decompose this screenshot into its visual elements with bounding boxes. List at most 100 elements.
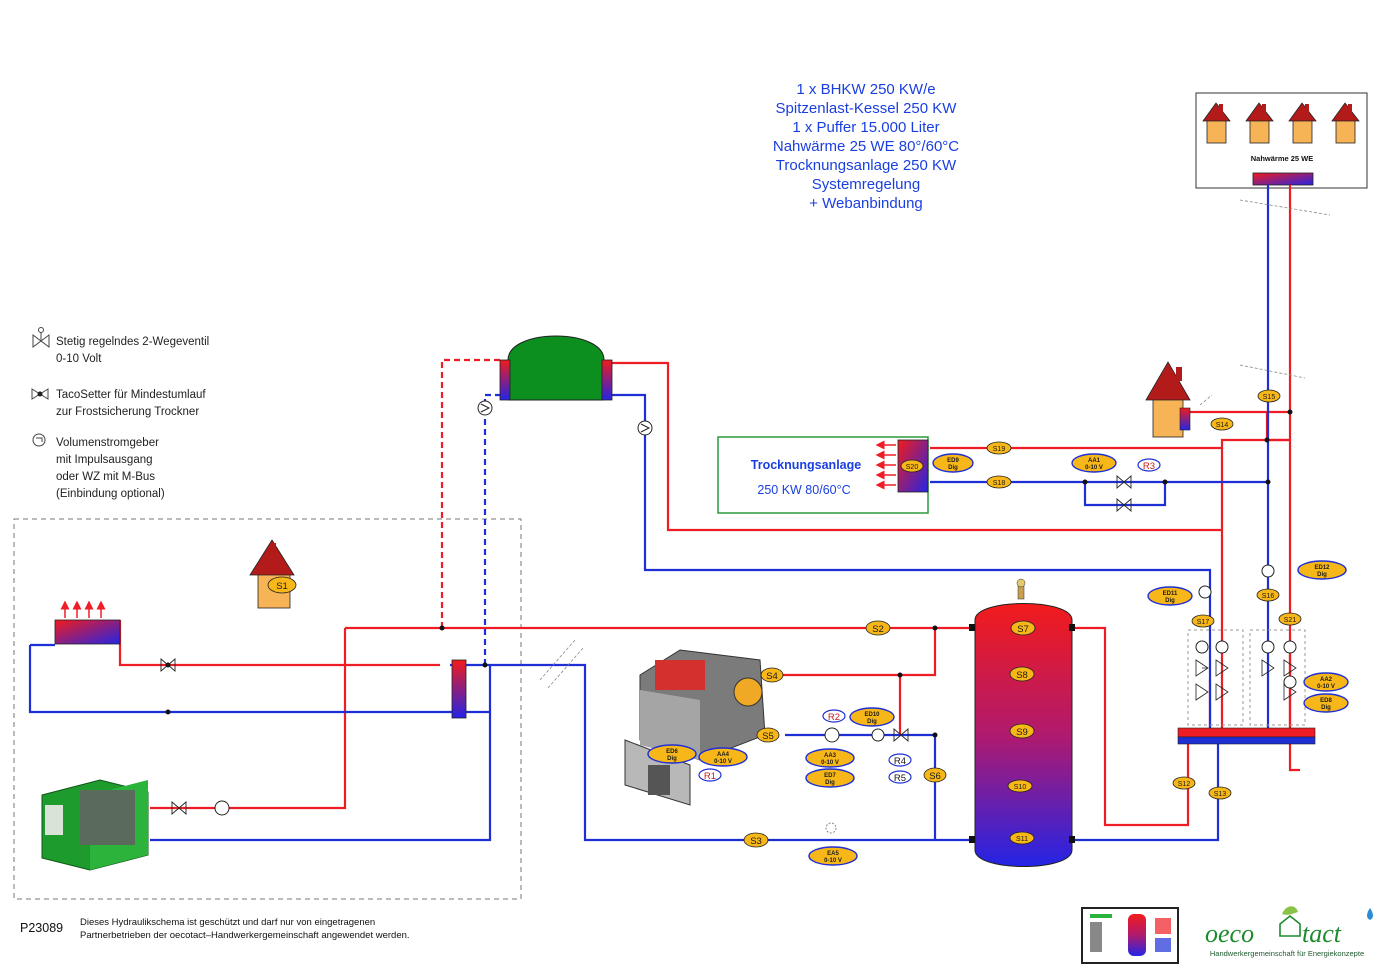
svg-text:Dig: Dig (667, 756, 677, 762)
svg-text:R1: R1 (704, 771, 716, 782)
header-line-2: Spitzenlast-Kessel 250 KW (776, 100, 958, 117)
svg-text:Dig: Dig (1165, 598, 1175, 604)
sensor-s9: S9 (1009, 723, 1035, 739)
house-icon (1145, 361, 1191, 438)
pump-icon (477, 400, 493, 416)
svg-text:Dig: Dig (867, 719, 877, 725)
sensor-s15: S15 (1257, 389, 1281, 403)
flowmeter-legend-icon (32, 433, 46, 447)
house-icon (1202, 102, 1231, 144)
sensor-s17: S17 (1191, 614, 1215, 628)
sensor-s7: S7 (1010, 620, 1036, 636)
sensor-s3: S3 (743, 832, 769, 848)
valve-icon (1195, 659, 1297, 701)
sensor-s11: S11 (1009, 831, 1035, 845)
svg-text:R2: R2 (828, 712, 840, 723)
svg-text:S11: S11 (1016, 836, 1028, 843)
bhkw-boundary (13, 518, 522, 900)
pump-icon (637, 420, 653, 436)
header-line-3: 1 x Puffer 15.000 Liter (792, 119, 939, 136)
legend: Stetig regelndes 2-Wegeventil 0-10 Volt … (31, 327, 209, 500)
svg-text:S16: S16 (1262, 593, 1275, 600)
svg-text:S14: S14 (1216, 422, 1229, 429)
boiler-unit (624, 649, 766, 806)
nahwaerme-box: Nahwärme 25 WE (1195, 92, 1368, 189)
header-line-6: Systemregelung (812, 176, 920, 193)
nahwaerme-label: Nahwärme 25 WE (1251, 154, 1314, 163)
svg-text:S8: S8 (1016, 670, 1028, 681)
svg-text:S12: S12 (1178, 781, 1191, 788)
radiator (54, 600, 121, 645)
header-line-7: + Webanbindung (809, 195, 923, 212)
safety-valve-icon (1016, 578, 1026, 600)
svg-text:ED7: ED7 (824, 773, 836, 779)
water-drop-icon (1367, 908, 1373, 920)
svg-text:S9: S9 (1016, 727, 1028, 738)
legend-flowmeter-line4: (Einbindung optional) (56, 488, 165, 500)
legend-tacosetter-line1: TacoSetter für Mindestumlauf (56, 389, 206, 401)
sensor-s2: S2 (865, 620, 891, 636)
svg-text:R4: R4 (894, 756, 906, 767)
sensor-s14: S14 (1210, 417, 1234, 431)
brand-name-right: tact (1302, 919, 1342, 948)
svg-text:Dig: Dig (948, 465, 958, 471)
svg-text:R3: R3 (1143, 461, 1155, 472)
svg-text:S21: S21 (1284, 617, 1297, 624)
svg-text:ED8: ED8 (1320, 698, 1332, 704)
svg-text:ED9: ED9 (947, 458, 959, 464)
header-line-4: Nahwärme 25 WE 80°/60°C (773, 138, 959, 155)
svg-text:AA4: AA4 (717, 752, 730, 758)
svg-text:S18: S18 (993, 480, 1006, 487)
copyright-line-1: Dieses Hydraulikschema ist geschützt und… (80, 917, 375, 928)
sensor-s18: S18 (986, 475, 1012, 489)
pump-icon (214, 675, 1297, 816)
thermometer-icon (1195, 640, 1297, 654)
svg-text:0-10 V: 0-10 V (824, 858, 842, 864)
legend-flowmeter-line2: mit Impulsausgang (56, 454, 153, 466)
relay-r3: R3 (1137, 458, 1161, 472)
svg-text:S17: S17 (1197, 619, 1210, 626)
trocknungsanlage-box: Trocknungsanlage 250 KW 80/60°C (717, 436, 929, 514)
svg-text:S5: S5 (762, 731, 774, 742)
sensor-s10: S10 (1007, 779, 1033, 793)
pipe-break-marks (539, 199, 1331, 689)
sensor-s20: S20 (900, 459, 924, 473)
sensor-s4: S4 (760, 667, 784, 683)
svg-text:ED10: ED10 (864, 712, 880, 718)
nahwaerme-heat-exchanger (1252, 172, 1314, 186)
copyright-line-2: Partnerbetrieben der oecotact–Handwerker… (80, 930, 410, 941)
valve-legend-icon (32, 327, 50, 348)
sensor-s8: S8 (1009, 666, 1035, 682)
svg-text:Dig: Dig (1317, 572, 1327, 578)
legend-flowmeter-line3: oder WZ mit M-Bus (56, 471, 155, 483)
heat-output-arrows (875, 440, 896, 490)
house-leaf-icon (1279, 906, 1301, 937)
heat-consumer-vessel (499, 335, 613, 401)
sensor-s13: S13 (1208, 786, 1232, 800)
sensor-s16: S16 (1256, 588, 1280, 602)
control-valve-icon (160, 475, 1132, 815)
plan-code: P23089 (20, 921, 63, 935)
svg-text:ED6: ED6 (666, 749, 678, 755)
svg-text:S20: S20 (906, 464, 919, 471)
sensor-s5: S5 (756, 727, 780, 743)
footer: P23089 Dieses Hydraulikschema ist geschü… (20, 917, 410, 941)
house-icon (1245, 102, 1274, 144)
brand-name-left: oeco (1205, 919, 1254, 948)
house-icon (1331, 102, 1360, 144)
svg-text:S1: S1 (276, 581, 288, 592)
plate-heat-exchanger (451, 659, 467, 719)
svg-text:S4: S4 (766, 671, 778, 682)
header-line-1: 1 x BHKW 250 KW/e (796, 81, 935, 98)
svg-text:S7: S7 (1017, 624, 1029, 635)
brand-logo: oeco tact Handwerkergemeinschaft für Ene… (1205, 906, 1373, 958)
relay-r1: R1 (698, 768, 722, 782)
bhkw-chp-unit (41, 779, 149, 871)
